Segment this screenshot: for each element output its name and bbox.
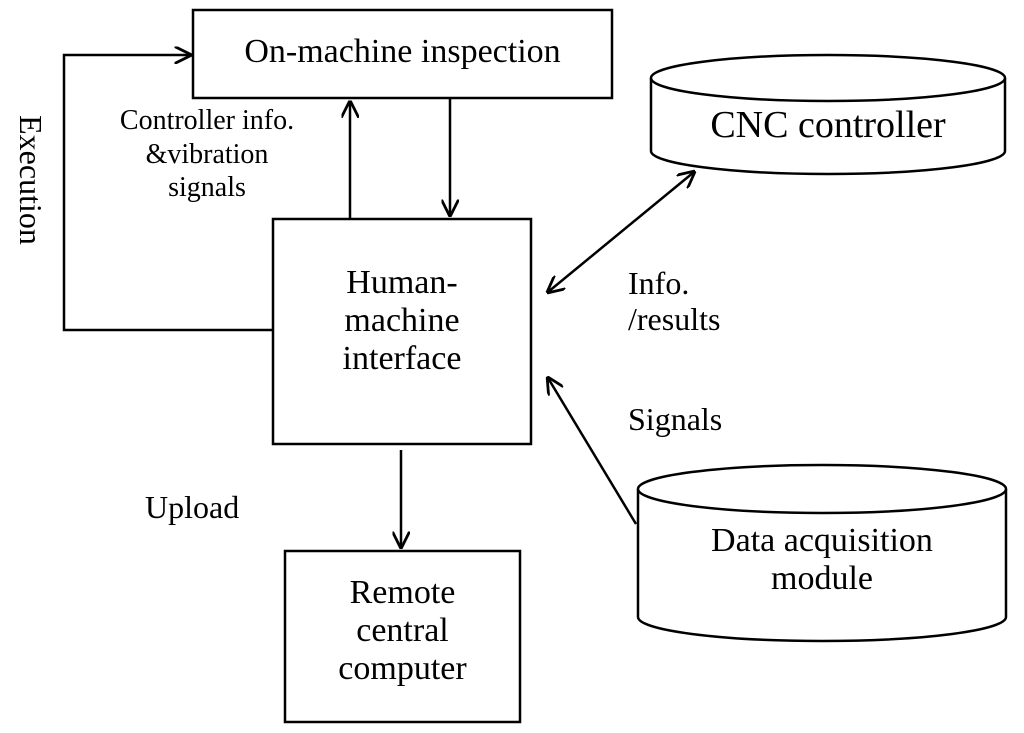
cnc-controller-cylinder bbox=[649, 53, 1007, 176]
upload-label: Upload bbox=[145, 489, 240, 525]
hmi-cnc-arrow bbox=[548, 172, 694, 292]
cnc-controller-label: CNC controller bbox=[710, 104, 946, 146]
controller-info-label: Controller info. &vibration signals bbox=[119, 105, 295, 204]
daq-to-hmi-arrow bbox=[548, 378, 638, 525]
data-acquisition-cylinder bbox=[636, 463, 1008, 643]
on-machine-inspection-label: On-machine inspection bbox=[244, 33, 561, 70]
on-machine-inspection-box bbox=[191, 8, 614, 100]
remote-central-computer-label: Remote central computer bbox=[338, 574, 467, 688]
execution-label: Execution bbox=[13, 115, 49, 245]
data-acquisition-label: Data acquisition module bbox=[711, 522, 933, 598]
remote-central-computer-box bbox=[283, 549, 522, 724]
human-machine-interface-box bbox=[271, 217, 533, 446]
human-machine-interface-label: Human- machine interface bbox=[342, 264, 462, 378]
execution-arrow bbox=[62, 55, 273, 332]
info-results-label: Info. /results bbox=[628, 265, 721, 337]
signals-label: Signals bbox=[628, 401, 723, 437]
